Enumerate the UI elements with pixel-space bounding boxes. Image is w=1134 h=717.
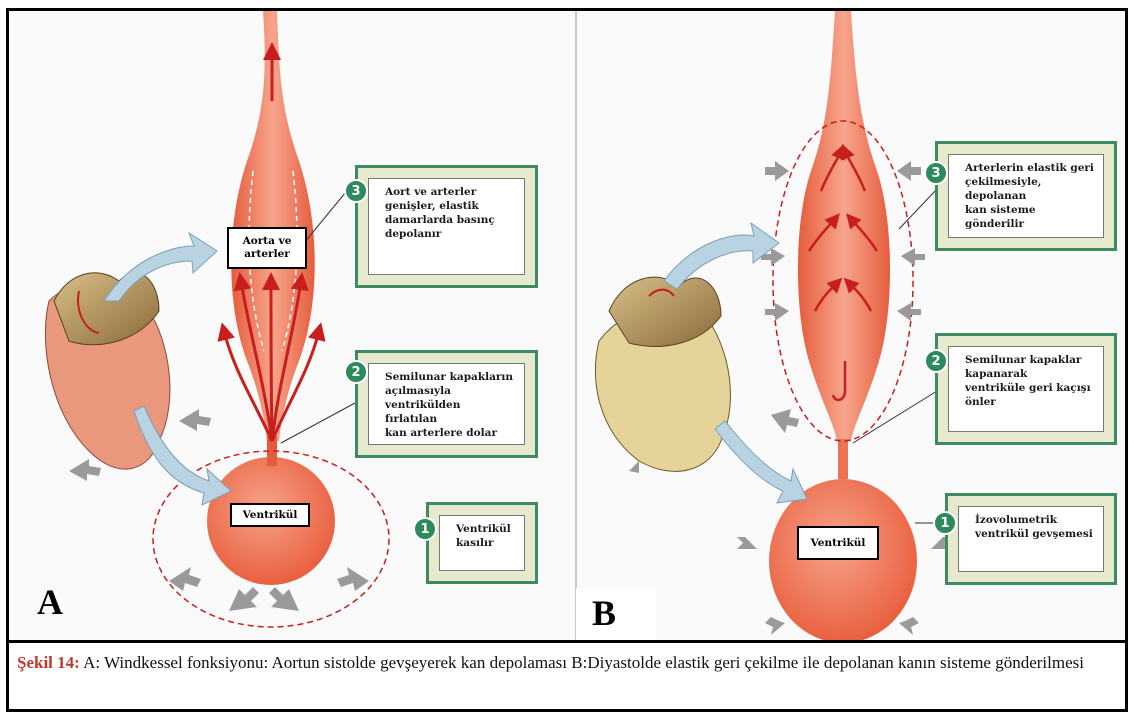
callout-a-3-text: Aort ve arterler genişler, elastik damar…	[368, 178, 525, 275]
callout-b-3-text: Arterlerin elastik geri çekilmesiyle, de…	[948, 154, 1104, 238]
callout-b-1-badge: 1	[933, 511, 957, 535]
ventricle-label-a: Ventrikül	[230, 503, 310, 527]
panel-a-letter: A	[37, 581, 63, 623]
panel-a-heart-to-vessel-arrow	[104, 233, 217, 301]
callout-a-2-badge: 2	[344, 360, 368, 384]
callout-a-2-text: Semilunar kapakların açılmasıyla ventrik…	[368, 363, 525, 445]
callout-b-1: İzovolumetrik ventrikül gevşemesi	[945, 493, 1117, 585]
callout-a-3: Aort ve arterler genişler, elastik damar…	[355, 165, 538, 288]
callout-a-1-badge: 1	[413, 517, 437, 541]
panel-b-letter: B	[592, 592, 616, 634]
figure: Aorta ve arterler Ventrikül Aort ve arte…	[6, 8, 1128, 640]
callout-a-2: Semilunar kapakların açılmasıyla ventrik…	[355, 350, 538, 458]
callout-b-2-badge: 2	[924, 349, 948, 373]
panel-b-heart-to-vessel-arrow	[664, 223, 779, 289]
figure-caption: Şekil 14: A: Windkessel fonksiyonu: Aort…	[6, 640, 1128, 712]
callout-a-1: Ventrikül kasılır	[426, 502, 538, 584]
callout-b-1-text: İzovolumetrik ventrikül gevşemesi	[958, 506, 1104, 572]
callout-b-2: Semilunar kapaklar kapanarak ventriküle …	[935, 333, 1117, 445]
callout-b-3-badge: 3	[924, 161, 948, 185]
panel-divider	[575, 11, 577, 640]
caption-text: A: Windkessel fonksiyonu: Aortun sistold…	[80, 653, 1084, 672]
panel-b-heart-to-ventricle-arrow	[715, 421, 807, 503]
callout-b-3: Arterlerin elastik geri çekilmesiyle, de…	[935, 141, 1117, 251]
panel-b-letter-box: B	[576, 588, 656, 643]
caption-label: Şekil 14:	[17, 653, 80, 672]
callout-a-3-badge: 3	[344, 179, 368, 203]
ventricle-label-b: Ventrikül	[797, 526, 879, 560]
aorta-label: Aorta ve arterler	[227, 227, 307, 269]
callout-a-1-text: Ventrikül kasılır	[439, 515, 525, 571]
callout-b-2-text: Semilunar kapaklar kapanarak ventriküle …	[948, 346, 1104, 432]
panel-b-heart	[595, 277, 730, 471]
